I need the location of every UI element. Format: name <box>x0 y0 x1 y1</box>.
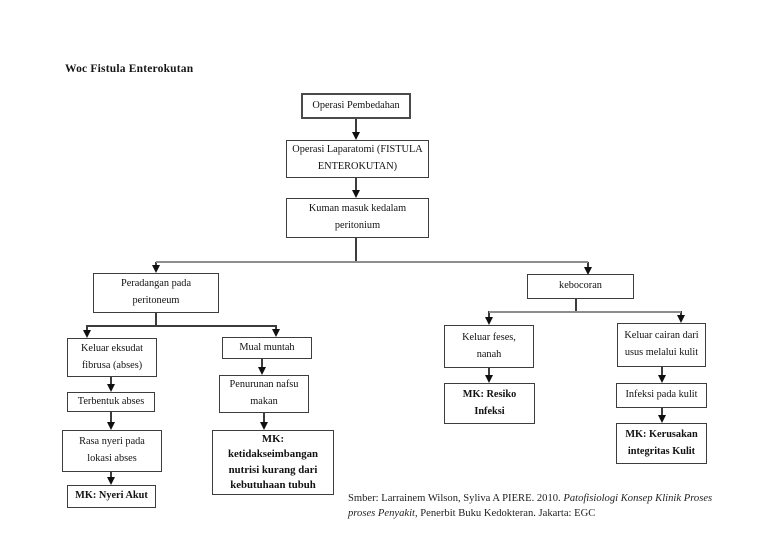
connector-line <box>488 368 490 375</box>
connector-line <box>275 326 277 330</box>
connector-line <box>489 311 681 313</box>
connector-line <box>86 325 277 327</box>
arrow-down-icon <box>484 317 493 325</box>
connector-line <box>661 367 663 375</box>
connector-line <box>355 119 357 133</box>
node-keluar-feses-nanah: Keluar feses, nanah <box>444 325 534 368</box>
arrow-down-icon <box>106 422 115 430</box>
node-mual-muntah: Mual muntah <box>222 337 312 359</box>
arrow-down-icon <box>82 330 91 338</box>
arrow-down-icon <box>583 267 592 275</box>
connector-line <box>355 238 357 262</box>
arrow-down-icon <box>676 315 685 323</box>
node-mk-nyeri-akut: MK: Nyeri Akut <box>67 485 156 508</box>
arrow-down-icon <box>106 384 115 392</box>
citation: Smber: Larrainem Wilson, Syliva A PIERE.… <box>348 476 760 521</box>
connector-line <box>261 359 263 367</box>
connector-line <box>661 407 663 415</box>
node-keluar-eksudat: Keluar eksudat fibrusa (abses) <box>67 338 157 377</box>
node-peradangan-peritoneum: Peradangan pada peritoneum <box>93 273 219 313</box>
arrow-down-icon <box>271 329 280 337</box>
arrow-down-icon <box>351 132 360 140</box>
node-rasa-nyeri-abses: Rasa nyeri pada lokasi abses <box>62 430 162 472</box>
node-kebocoran: kebocoran <box>527 274 634 299</box>
node-infeksi-pada-kulit: Infeksi pada kulit <box>616 383 707 408</box>
node-keluar-cairan-usus: Keluar cairan dari usus melalui kulit <box>617 323 706 367</box>
node-kuman-masuk-peritonium: Kuman masuk kedalam peritonium <box>286 198 429 238</box>
connector-line <box>86 326 88 331</box>
connector-line <box>355 178 357 190</box>
node-penurunan-nafsu-makan: Penurunan nafsu makan <box>219 375 309 413</box>
arrow-down-icon <box>106 477 115 485</box>
arrow-down-icon <box>151 265 160 273</box>
citation-prefix: Smber: Larrainem Wilson, Syliva A PIERE.… <box>348 493 564 505</box>
connector-line <box>587 262 589 267</box>
connector-line <box>155 262 157 266</box>
connector-line <box>575 299 577 311</box>
arrow-down-icon <box>657 375 666 383</box>
connector-line <box>680 311 682 315</box>
connector-line <box>263 413 265 422</box>
citation-book-title: Patofisiologi Konsep Klinik Proses prose… <box>348 493 713 520</box>
connector-line <box>110 411 112 422</box>
connector-line <box>155 313 157 326</box>
page-title: Woc Fistula Enterokutan <box>65 63 194 75</box>
connector-line <box>110 472 112 477</box>
arrow-down-icon <box>657 415 666 423</box>
arrow-down-icon <box>257 367 266 375</box>
citation-suffix: , Penerbit Buku Kedokteran. Jakarta: EGC <box>414 508 596 520</box>
arrow-down-icon <box>351 190 360 198</box>
connector-line <box>488 311 490 317</box>
connector-line <box>110 377 112 384</box>
node-mk-resiko-infeksi: MK: Resiko Infeksi <box>444 383 535 424</box>
node-mk-kerusakan-integritas-kulit: MK: Kerusakan integritas Kulit <box>616 423 707 464</box>
arrow-down-icon <box>259 422 268 430</box>
node-operasi-laparatomi: Operasi Laparatomi (FISTULA ENTEROKUTAN) <box>286 140 429 178</box>
node-terbentuk-abses: Terbentuk abses <box>67 392 155 412</box>
node-operasi-pembedahan: Operasi Pembedahan <box>301 93 411 119</box>
arrow-down-icon <box>484 375 493 383</box>
node-mk-ketidakseimbangan-nutrisi: MK: ketidakseimbangan nutrisi kurang dar… <box>212 430 334 495</box>
connector-line <box>156 261 588 263</box>
